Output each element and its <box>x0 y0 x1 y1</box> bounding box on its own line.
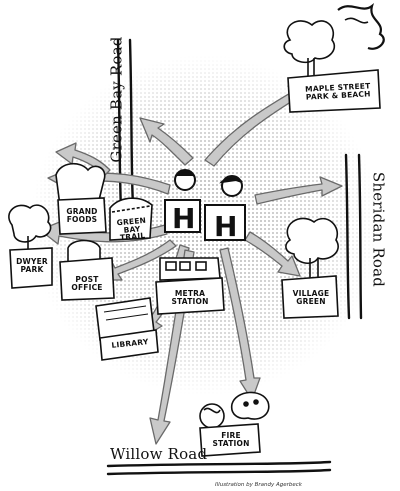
grocery-bag-icon <box>55 162 107 235</box>
dwyer-park-label: DWYER PARK <box>16 257 48 274</box>
mailbox-icon <box>59 239 115 301</box>
arrow-to-fire-station <box>219 247 261 401</box>
grand-foods-label: GRAND FOODS <box>66 207 98 224</box>
svg-text:H: H <box>172 202 195 235</box>
dwyer-park-tree-icon <box>8 204 53 289</box>
tree-icon <box>283 3 385 113</box>
green-bay-road-line <box>116 38 135 212</box>
green-bay-trail-label: GREEN BAY TRAIL <box>116 215 147 243</box>
village-green-label: VILLAGE GREEN <box>292 289 330 306</box>
arrow-to-post-office <box>97 239 177 281</box>
sheridan-road-label: Sheridan Road <box>369 171 388 288</box>
metra-station-label: METRA STATION <box>171 289 209 306</box>
train-icon <box>155 257 225 315</box>
school-building-icon: H H <box>164 169 246 243</box>
sheridan-road-line <box>344 153 363 320</box>
willow-road-line <box>106 460 332 476</box>
svg-text:H: H <box>214 210 237 243</box>
fire-station-label: FIRE STATION <box>212 431 250 448</box>
green-bay-road-label: Green Bay Road <box>107 36 126 163</box>
arrow-up-left <box>139 117 194 166</box>
dog-icon <box>199 391 270 457</box>
illustration-credit: Illustration by Brandy Agerbeck <box>215 482 302 488</box>
village-green-tree-icon <box>281 217 339 319</box>
willow-road-label: Willow Road <box>110 445 208 463</box>
arrow-to-village-green <box>244 231 301 277</box>
post-office-label: POST OFFICE <box>71 275 103 292</box>
trail-sign-icon <box>109 197 153 241</box>
arrow-to-sheridan-road <box>254 176 343 205</box>
book-icon <box>95 297 159 361</box>
